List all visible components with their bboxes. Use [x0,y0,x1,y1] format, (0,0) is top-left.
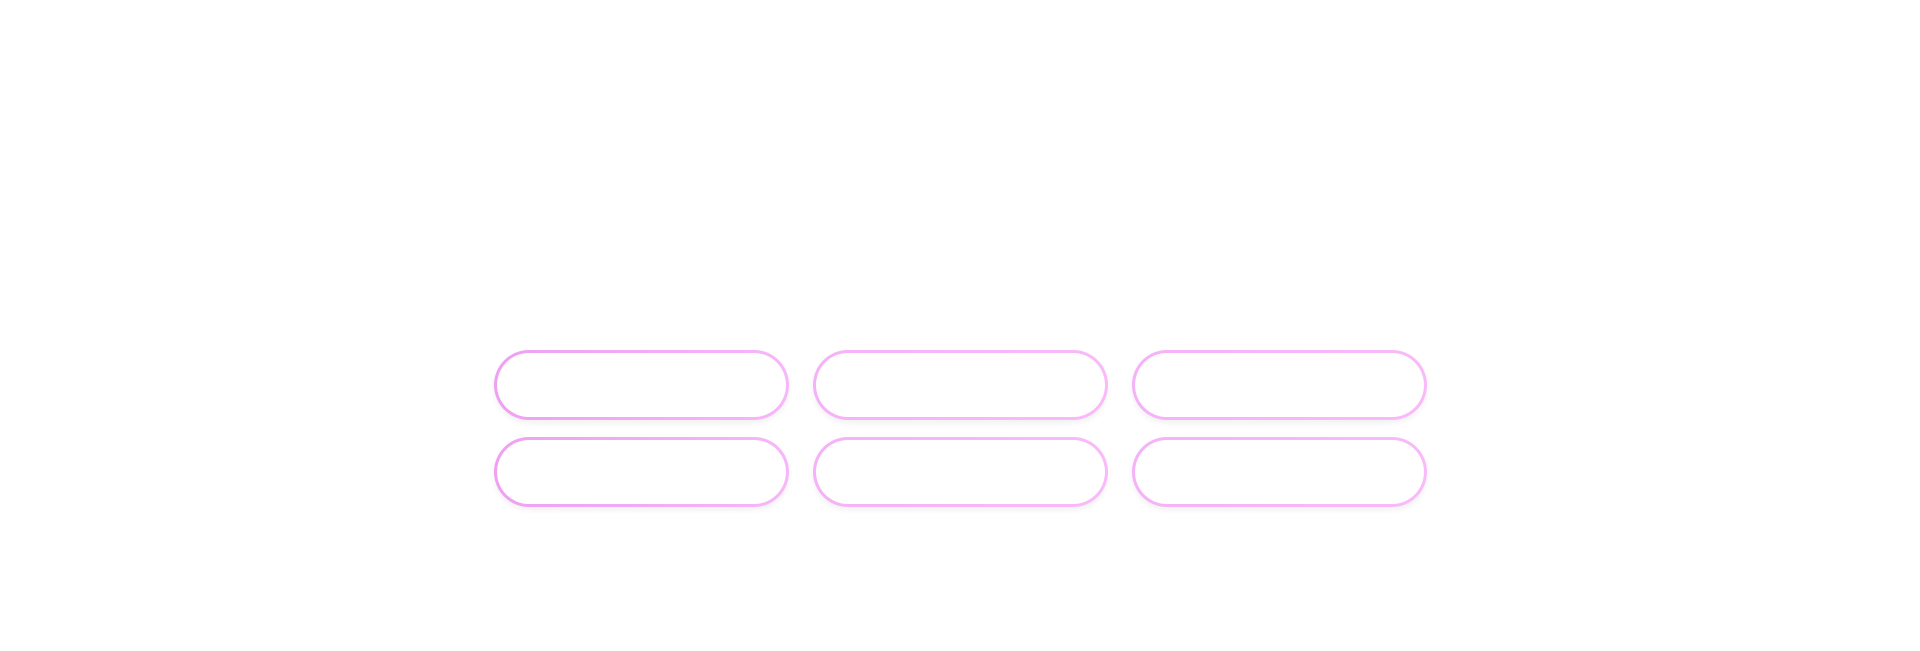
option-button-1[interactable] [494,350,789,420]
option-button-6[interactable] [1132,437,1427,507]
option-button-5[interactable] [813,437,1108,507]
option-button-2[interactable] [813,350,1108,420]
option-button-3[interactable] [1132,350,1427,420]
button-grid [494,350,1427,507]
option-button-4[interactable] [494,437,789,507]
